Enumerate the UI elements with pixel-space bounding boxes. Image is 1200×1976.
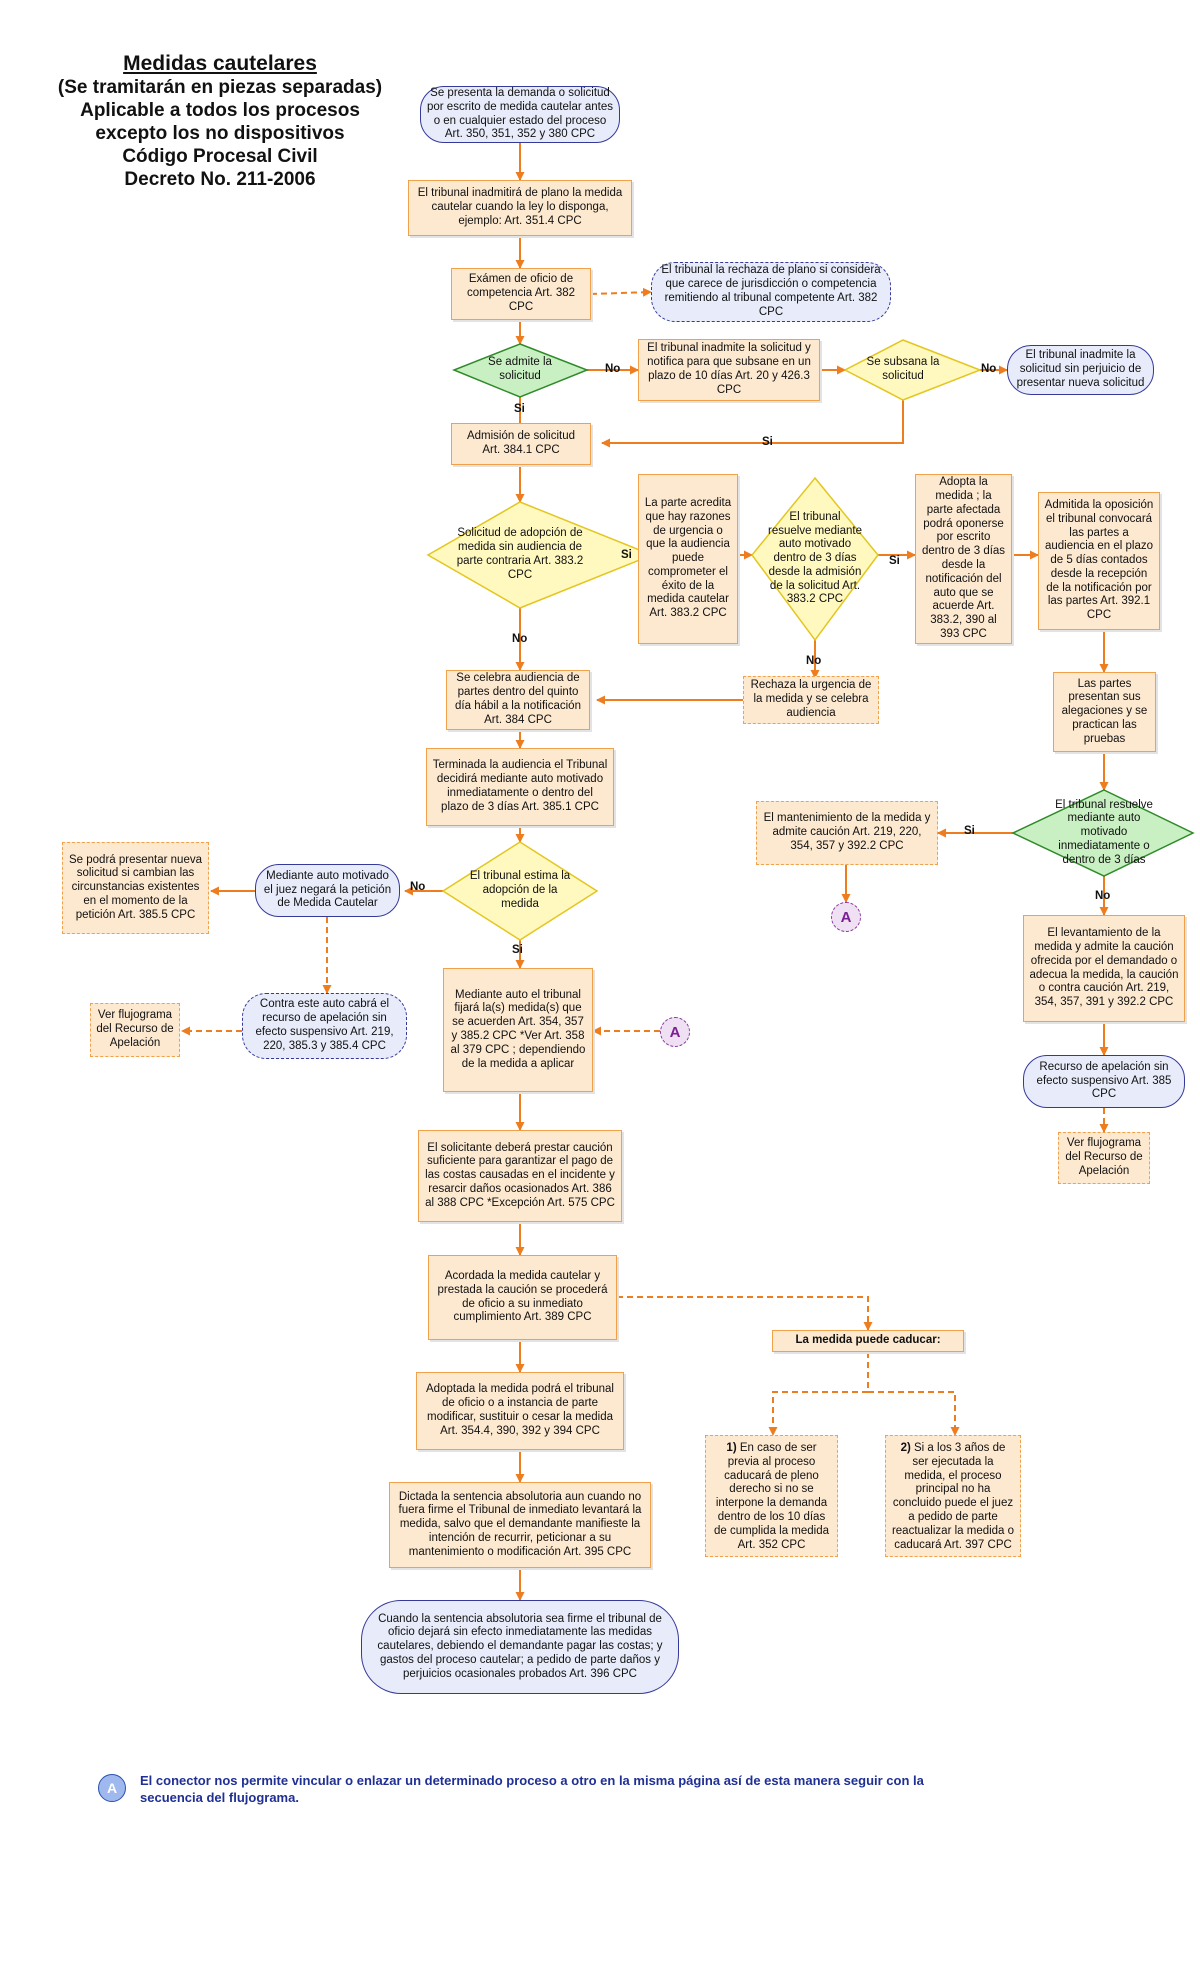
decision-label-se-subsana: Se subsana la solicitud	[866, 356, 940, 382]
connector-a-icon-2: A	[660, 1017, 690, 1047]
node-recurso-apelacion-sin-efecto: Recurso de apelación sin efecto suspensi…	[1023, 1055, 1185, 1108]
label-no-admite: No	[605, 363, 621, 375]
label-si-sin-audiencia: Si	[621, 549, 632, 561]
decision-label-estima-adopcion: El tribunal estima la adopción de la med…	[469, 870, 571, 910]
node-parte-acredita-urgencia: La parte acredita que hay razones de urg…	[638, 474, 738, 644]
title-line-3: Aplicable a todos los procesos	[80, 100, 360, 121]
node-sentencia-firme: Cuando la sentencia absolutoria sea firm…	[361, 1600, 679, 1694]
label-no-subsana: No	[981, 363, 997, 375]
label-si-admite: Si	[514, 403, 525, 415]
node-caducidad-3-anos: 2) Si a los 3 años de ser ejecutada la m…	[885, 1435, 1021, 1557]
decision-resuelve-oposicion	[1011, 789, 1195, 877]
node-examen-competencia: Exámen de oficio de competencia Art. 382…	[451, 268, 591, 320]
decision-label-se-admite: Se admite la solicitud	[488, 356, 552, 382]
node-nueva-solicitud: Se podrá presentar nueva solicitud si ca…	[62, 842, 209, 934]
node-fijara-medidas: Mediante auto el tribunal fijará la(s) m…	[443, 968, 593, 1092]
connector-explanation-note: El conector nos permite vincular o enlaz…	[140, 1773, 924, 1805]
node-sentencia-absolutoria: Dictada la sentencia absolutoria aun cua…	[389, 1482, 651, 1568]
node-admision-solicitud: Admisión de solicitud Art. 384.1 CPC	[451, 423, 591, 465]
decision-resuelve-3-dias	[751, 476, 879, 642]
node-rechaza-urgencia: Rechaza la urgencia de la medida y se ce…	[743, 676, 879, 724]
caducidad-1-number: 1)	[726, 1442, 737, 1454]
caducidad-2-text: Si a los 3 años de ser ejecutada la medi…	[891, 1442, 1015, 1551]
connector-a-icon: A	[831, 902, 861, 932]
node-mantenimiento-medida: El mantenimiento de la medida y admite c…	[756, 801, 938, 865]
arrow-n25-n28	[868, 1391, 960, 1436]
caducidad-1-text: En caso de ser previa al proceso caducar…	[713, 1442, 830, 1551]
node-inadmite-sin-perjuicio: El tribunal inadmite la solicitud sin pe…	[1007, 345, 1154, 395]
label-no-estima: No	[410, 881, 426, 893]
arrow-n25-n27	[768, 1352, 869, 1436]
node-ver-flujograma-apelacion-left: Ver flujograma del Recurso de Apelación	[90, 1003, 180, 1057]
node-adoptada-modificar: Adoptada la medida podrá el tribunal de …	[416, 1372, 624, 1450]
decision-se-admite	[451, 343, 590, 398]
node-celebra-audiencia: Se celebra audiencia de partes dentro de…	[446, 670, 590, 730]
label-no-resuelve: No	[806, 655, 822, 667]
node-presenta-demanda: Se presenta la demanda o solicitud por e…	[420, 86, 620, 143]
title-line-6: Decreto No. 211-2006	[124, 169, 316, 190]
title-line-5: Código Procesal Civil	[122, 146, 318, 167]
caducidad-2-number: 2)	[900, 1442, 911, 1454]
node-levantamiento-medida: El levantamiento de la medida y admite l…	[1023, 915, 1185, 1022]
node-negara-peticion: Mediante auto motivado el juez negará la…	[255, 864, 400, 917]
node-partes-alegaciones: Las partes presentan sus alegaciones y s…	[1053, 672, 1156, 752]
decision-estima-adopcion	[441, 841, 599, 941]
arrow-d2-n6	[601, 400, 904, 448]
node-inadmite-subsane: El tribunal inadmite la solicitud y noti…	[638, 339, 820, 401]
arrow-n24-n25	[617, 1296, 873, 1331]
node-ver-flujograma-apelacion-right: Ver flujograma del Recurso de Apelación	[1058, 1132, 1150, 1184]
node-prestar-caucion: El solicitante deberá prestar caución su…	[418, 1130, 622, 1222]
label-si-estima: Si	[512, 944, 523, 956]
node-medida-caducar: La medida puede caducar:	[772, 1330, 964, 1352]
node-terminada-audiencia: Terminada la audiencia el Tribunal decid…	[426, 748, 614, 826]
node-rechaza-plano: El tribunal la rechaza de plano si consi…	[651, 262, 891, 322]
label-no-oposicion: No	[1095, 890, 1111, 902]
node-adopta-medida: Adopta la medida ; la parte afectada pod…	[915, 474, 1012, 644]
node-caducidad-previa: 1) En caso de ser previa al proceso cadu…	[705, 1435, 838, 1557]
node-admitida-oposicion: Admitida la oposición el tribunal convoc…	[1038, 492, 1160, 630]
decision-label-resuelve-oposicion: El tribunal resuelve mediante auto motiv…	[1055, 798, 1153, 866]
label-no-sin-audiencia: No	[512, 633, 528, 645]
decision-sin-audiencia	[426, 501, 655, 609]
label-si-oposicion: Si	[964, 825, 975, 837]
label-si-subsana: Si	[762, 436, 773, 448]
decision-label-resuelve-3-dias: El tribunal resuelve mediante auto motiv…	[768, 510, 862, 606]
arrow-n3-n3b	[590, 287, 652, 297]
legend-connector-a-icon: A	[98, 1774, 126, 1802]
title-line-1: Medidas cautelares	[123, 52, 317, 75]
title-line-4: excepto los no dispositivos	[95, 123, 345, 144]
title-line-2: (Se tramitarán en piezas separadas)	[57, 77, 383, 98]
label-si-resuelve: Si	[889, 555, 900, 567]
decision-se-subsana	[843, 339, 983, 401]
node-inadmitira-plano: El tribunal inadmitirá de plano la medid…	[408, 180, 632, 236]
node-acordada-medida: Acordada la medida cautelar y prestada l…	[428, 1255, 617, 1340]
node-recurso-apelacion-auto: Contra este auto cabrá el recurso de ape…	[242, 993, 407, 1059]
page-title: Medidas cautelares (Se tramitarán en pie…	[40, 52, 400, 191]
decision-label-sin-audiencia: Solicitud de adopción de medida sin audi…	[456, 527, 584, 581]
